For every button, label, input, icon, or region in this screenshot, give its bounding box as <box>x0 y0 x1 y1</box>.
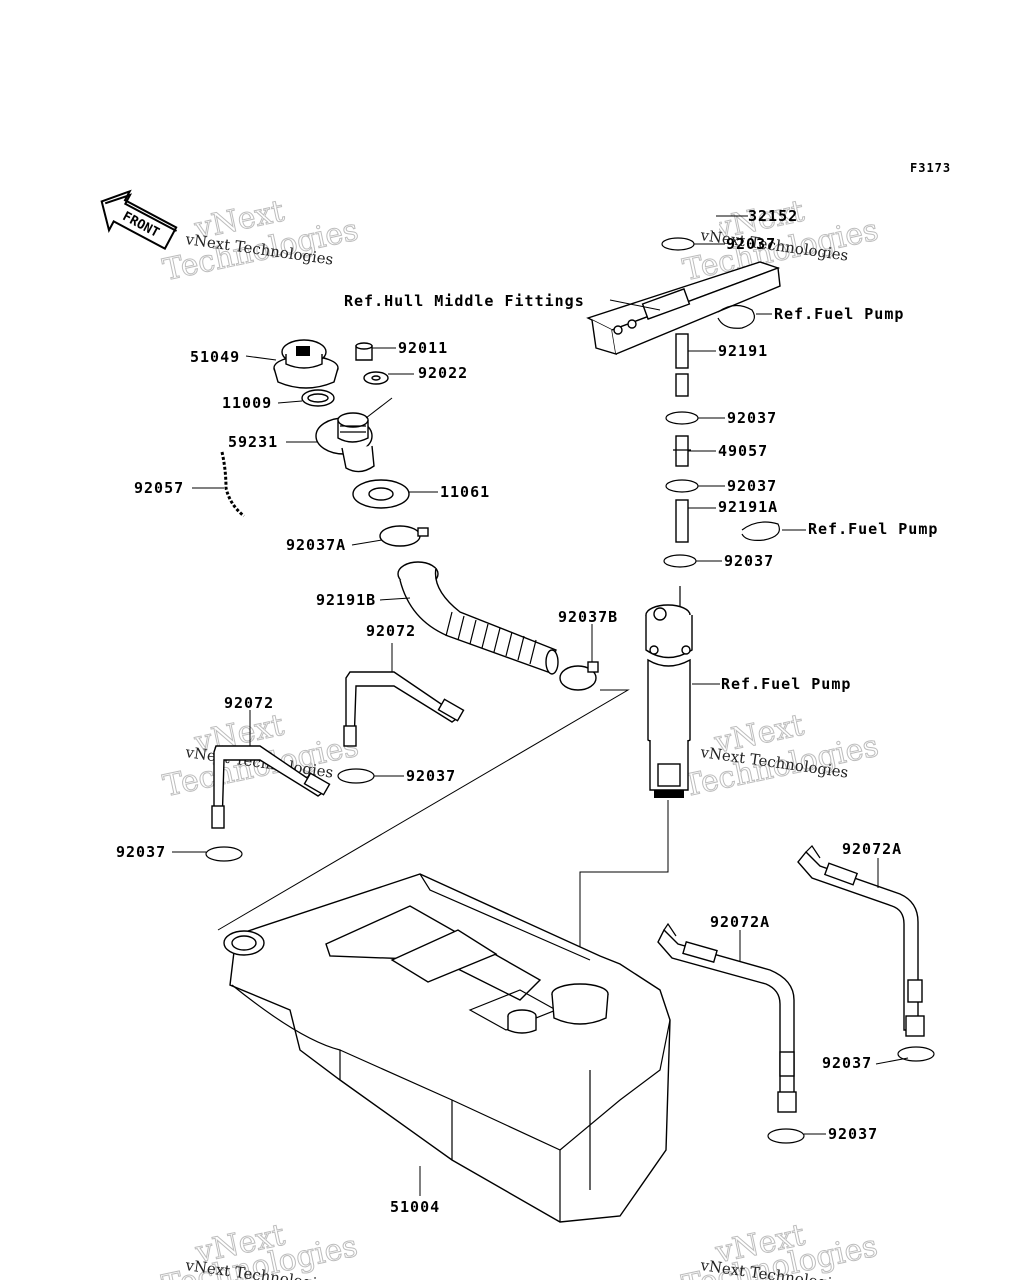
part-label-92037-2: 92037 <box>727 409 777 427</box>
vent-hose-drawing <box>673 184 719 248</box>
part-label-92037B: 92037B <box>558 608 618 626</box>
fuel-pump-drawing <box>645 586 693 798</box>
bolt-drawing <box>355 342 373 361</box>
washer-drawing <box>371 375 381 381</box>
clamp-drawing <box>205 846 243 862</box>
part-label-92072-2: 92072 <box>224 694 274 712</box>
strap-92072a-drawing <box>797 845 925 1037</box>
fuel-cap-drawing <box>273 339 339 389</box>
hose-92191-drawing <box>675 333 689 369</box>
hull-fitting-bracket-drawing <box>586 261 781 355</box>
leader-line <box>217 689 630 931</box>
part-label-32152: 32152 <box>748 207 798 225</box>
clamp-drawing <box>767 1128 805 1144</box>
clamp-drawing <box>417 527 429 537</box>
ref-fuel-pump-2: Ref.Fuel Pump <box>808 520 938 538</box>
clamp-drawing <box>559 665 597 691</box>
strap-92072-drawing <box>211 745 331 829</box>
part-label-92072A-2: 92072A <box>710 913 770 931</box>
strap-92072-drawing <box>343 671 465 747</box>
part-label-92037-6: 92037 <box>116 843 166 861</box>
clamp-drawing <box>665 479 699 493</box>
part-label-92191: 92191 <box>718 342 768 360</box>
ref-hull-middle-fittings: Ref.Hull Middle Fittings <box>344 292 585 310</box>
clamp-drawing <box>663 554 697 568</box>
figure-code: F3173 <box>910 161 951 175</box>
ref-fuel-pump-3: Ref.Fuel Pump <box>721 675 851 693</box>
leader-line <box>365 397 393 419</box>
clamp-drawing <box>741 521 780 541</box>
part-label-51004: 51004 <box>390 1198 440 1216</box>
front-arrow-icon: FRONT <box>100 189 178 250</box>
leader-line <box>379 597 411 601</box>
hose-92191-drawing <box>675 373 689 397</box>
part-label-92037-7: 92037 <box>822 1054 872 1072</box>
watermark-top-left: vNext Technologies <box>159 193 361 289</box>
part-label-92191A: 92191A <box>718 498 778 516</box>
leader-line <box>277 400 303 404</box>
gasket-drawing <box>307 393 329 403</box>
part-label-92037-4: 92037 <box>724 552 774 570</box>
part-label-92057: 92057 <box>134 479 184 497</box>
clamp-drawing <box>337 768 375 784</box>
clamp-drawing <box>379 525 421 547</box>
part-label-59231: 59231 <box>228 433 278 451</box>
leader-line <box>351 539 383 546</box>
clamp-drawing <box>587 661 599 673</box>
clamp-drawing <box>717 304 755 329</box>
part-label-11061: 11061 <box>440 483 490 501</box>
part-label-92191B: 92191B <box>316 591 376 609</box>
leader-line <box>579 800 669 985</box>
part-label-92072A-1: 92072A <box>842 840 902 858</box>
ref-fuel-pump-1: Ref.Fuel Pump <box>774 305 904 323</box>
part-label-92037-top: 92037 <box>726 235 776 253</box>
part-label-92011: 92011 <box>398 339 448 357</box>
hose-92191a-drawing <box>675 499 689 543</box>
part-label-49057: 49057 <box>718 442 768 460</box>
clamp-drawing <box>897 1046 935 1062</box>
leader-line <box>245 355 277 361</box>
part-label-51049: 51049 <box>190 348 240 366</box>
gasket-ring-drawing <box>368 487 394 501</box>
part-label-92037-8: 92037 <box>828 1125 878 1143</box>
leader-line <box>609 299 661 311</box>
fuel-tank-drawing <box>223 873 671 1223</box>
tether-chain-drawing <box>220 451 245 518</box>
filler-hose-drawing <box>397 561 559 675</box>
clamp-drawing <box>665 411 699 425</box>
watermark-top-right: vNext Technologies <box>679 193 881 289</box>
fitting-49057-drawing <box>675 435 689 467</box>
leader-line <box>875 1057 909 1065</box>
part-label-92037A: 92037A <box>286 536 346 554</box>
filler-neck-drawing <box>315 412 375 473</box>
part-label-92072-1: 92072 <box>366 622 416 640</box>
part-label-92037-3: 92037 <box>727 477 777 495</box>
strap-92072a-drawing <box>657 922 797 1113</box>
part-label-92022: 92022 <box>418 364 468 382</box>
part-label-11009: 11009 <box>222 394 272 412</box>
part-label-92037-5: 92037 <box>406 767 456 785</box>
